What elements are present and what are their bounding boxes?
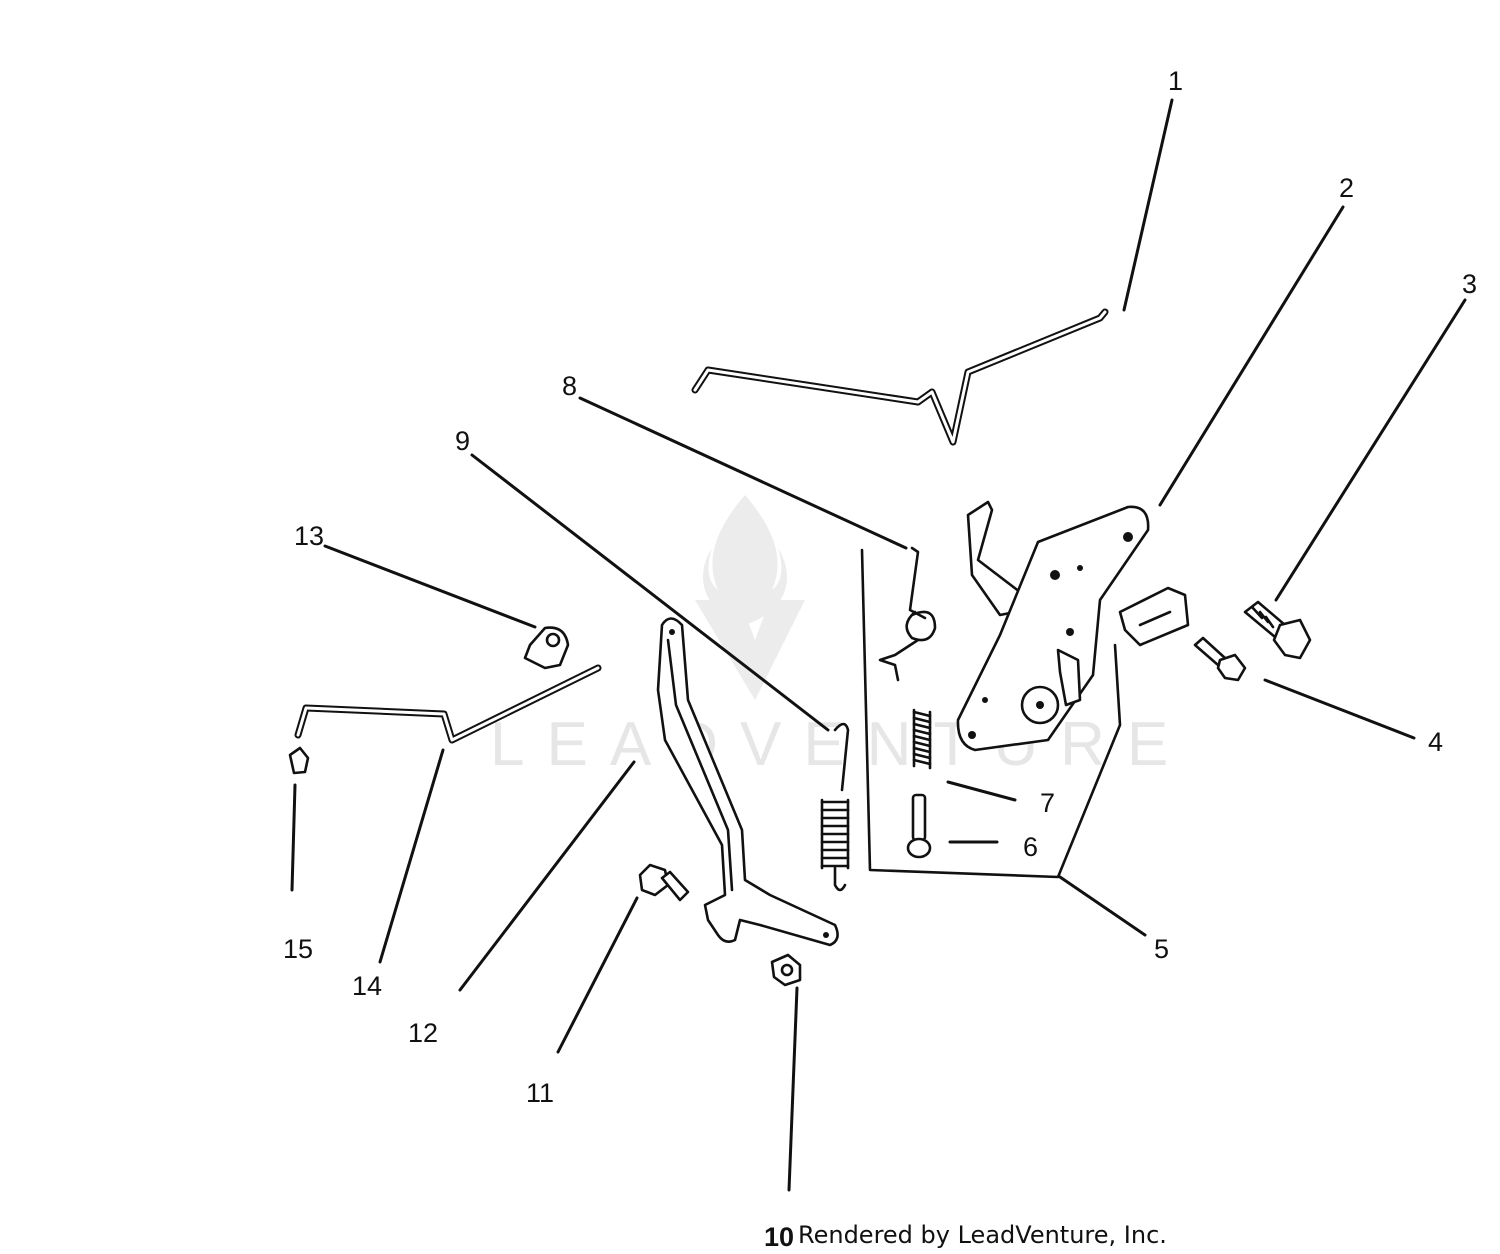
watermark-text: LEADVENTURE <box>490 710 1190 779</box>
leader-lines <box>290 98 1467 1192</box>
callout-numbers: 1 2 3 4 5 6 7 8 9 11 12 13 14 15 <box>283 66 1477 1108</box>
callout-7: 7 <box>1040 788 1055 818</box>
leader-7 <box>946 780 1017 802</box>
leader-12 <box>458 760 636 992</box>
callout-8: 8 <box>562 371 577 401</box>
credit-text: Rendered by LeadVenture, Inc. <box>798 1221 1167 1249</box>
part-13-clip <box>523 626 570 670</box>
part-1-throttle-rod <box>691 308 1109 446</box>
leader-9 <box>470 453 830 732</box>
callout-15: 15 <box>283 934 313 964</box>
watermark-v-logo <box>695 600 805 700</box>
leader-3 <box>1274 298 1467 602</box>
watermark: LEADVENTURE <box>490 495 1190 779</box>
leader-10 <box>787 986 799 1192</box>
leader-13 <box>323 544 537 629</box>
callout-3: 3 <box>1462 269 1477 299</box>
leader-4 <box>1263 678 1416 740</box>
part-15-cap <box>288 746 310 775</box>
part-5-assembly <box>860 548 1190 879</box>
callout-10: 10 <box>764 1222 794 1252</box>
part-2-control-plate <box>956 500 1150 752</box>
part-3-shoulder-bolt <box>1243 600 1312 660</box>
part-11-bolt <box>638 863 690 902</box>
callout-9: 9 <box>455 426 470 456</box>
callout-13: 13 <box>294 521 324 551</box>
leader-8 <box>578 396 908 550</box>
leader-2 <box>1158 205 1345 507</box>
part-14-link-rod <box>294 664 602 744</box>
leader-15 <box>290 783 297 892</box>
callout-4: 4 <box>1428 727 1443 757</box>
callout-6: 6 <box>1023 832 1038 862</box>
leader-11 <box>556 896 639 1054</box>
leader-14 <box>378 748 445 964</box>
part-10-nut <box>770 953 802 987</box>
part-8-torsion-spring <box>878 546 937 682</box>
callout-11: 11 <box>526 1078 554 1108</box>
leader-1 <box>1122 98 1174 312</box>
callout-5: 5 <box>1154 934 1169 964</box>
part-6-screw <box>906 793 932 859</box>
callout-12: 12 <box>408 1018 438 1048</box>
watermark-flame-logo <box>702 495 788 625</box>
callout-14: 14 <box>352 971 382 1001</box>
part-7-spring <box>912 708 932 770</box>
leader-5 <box>1058 875 1147 937</box>
part-9-extension-spring <box>820 722 850 892</box>
callout-2: 2 <box>1339 173 1354 203</box>
callout-1: 1 <box>1168 66 1183 96</box>
credit-line: 10 Rendered by LeadVenture, Inc. <box>764 1221 1167 1252</box>
part-4-bolt <box>1193 636 1247 682</box>
part-12-control-arm <box>656 617 839 947</box>
